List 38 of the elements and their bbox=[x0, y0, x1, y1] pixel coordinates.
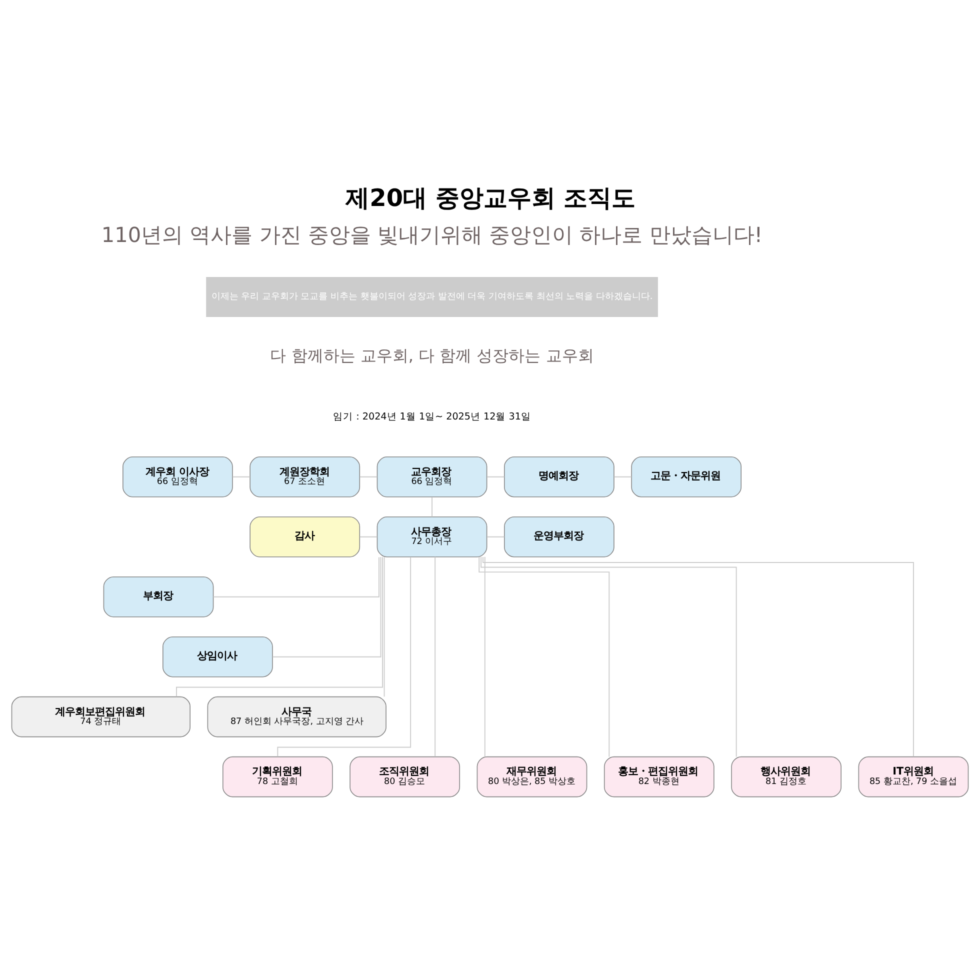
connector bbox=[359, 476, 378, 477]
node-box: 계원장학회 67 조소현 bbox=[250, 456, 360, 497]
node-box: 계우회 이사장 66 임정혁 bbox=[122, 456, 233, 497]
connector bbox=[486, 536, 505, 537]
node-box: 감사 bbox=[250, 516, 360, 557]
label: 임기 : 2024년 1월 1일~ 2025년 12월 31일 bbox=[333, 410, 531, 422]
node-box: 상임이사 bbox=[162, 636, 273, 677]
label: 110년의 역사를 가진 중앙을 빛내기위해 중앙인이 하나로 만났습니다! bbox=[101, 222, 763, 247]
node-box: IT위원회 85 황교찬, 79 소을섭 bbox=[858, 756, 969, 797]
connector bbox=[232, 476, 250, 477]
connector bbox=[359, 536, 378, 537]
connector bbox=[272, 556, 382, 657]
node-box: 계우회보편집위원회 74 정규태 bbox=[11, 696, 190, 737]
node-box: 운영부회장 bbox=[504, 516, 614, 557]
connector bbox=[478, 556, 610, 757]
node-box: 사무총장 72 이서구 bbox=[376, 516, 488, 557]
node-box: 부회장 bbox=[103, 576, 214, 617]
connector bbox=[484, 556, 486, 757]
connector bbox=[176, 556, 383, 697]
node-box: 재무위원회 80 박상은, 85 박상호 bbox=[476, 756, 588, 797]
node-box: 고문・자문위원 bbox=[631, 456, 742, 497]
connector bbox=[482, 556, 914, 757]
node-box: 행사위원회 81 김정호 bbox=[731, 756, 842, 797]
node-box: 기획위원회 78 고철희 bbox=[222, 756, 333, 797]
node-box: 명예회장 bbox=[504, 456, 614, 497]
connector bbox=[486, 476, 505, 477]
node-box: 홍보・편집위원회 82 박종현 bbox=[604, 756, 714, 797]
connector bbox=[480, 556, 737, 757]
node-box: 조직위원회 80 김승모 bbox=[350, 756, 460, 797]
connector bbox=[384, 556, 385, 697]
connector bbox=[614, 476, 632, 477]
connector bbox=[277, 556, 412, 757]
connector bbox=[212, 556, 380, 597]
connector bbox=[434, 556, 436, 757]
label: 다 함께하는 교우회, 다 함께 성장하는 교우회 bbox=[270, 345, 594, 364]
node-box: 교우회장 66 임정혁 bbox=[376, 456, 488, 497]
diagram-title: 제20대 중앙교우회 조직도 bbox=[346, 183, 636, 212]
node-box: 사무국 87 허인회 사무국장, 고지영 간사 bbox=[207, 696, 386, 737]
